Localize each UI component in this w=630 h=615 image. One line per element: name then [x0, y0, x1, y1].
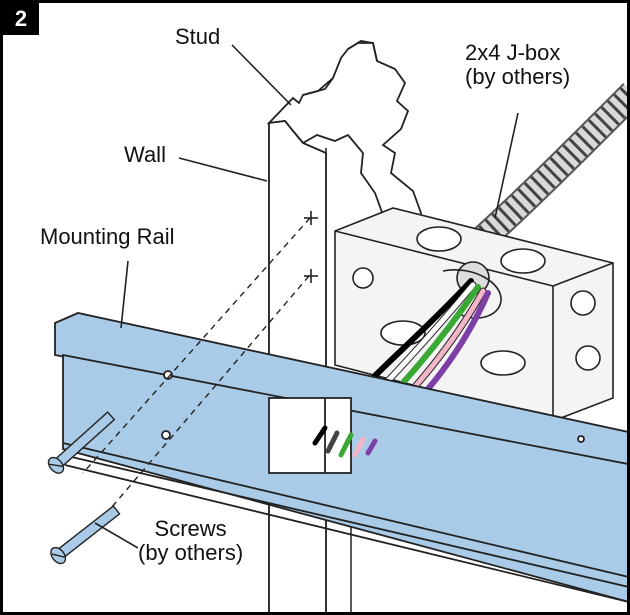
installation-illustration	[47, 40, 627, 612]
label-stud: Stud	[175, 24, 221, 49]
label-jbox: 2x4 J-box (by others)	[465, 40, 571, 89]
leader-lines	[94, 44, 519, 549]
label-screws-line2: (by others)	[138, 540, 244, 565]
screws-leader	[94, 522, 139, 549]
step-number-badge: 2	[3, 3, 39, 35]
screw-targets	[304, 211, 318, 283]
mounting-rail	[54, 312, 627, 603]
flex-conduit	[463, 83, 627, 259]
screws	[47, 411, 121, 565]
label-mounting-rail: Mounting Rail	[40, 224, 175, 249]
label-jbox-line2: (by others)	[465, 64, 571, 89]
wall-leader	[178, 157, 268, 182]
label-jbox-line1: 2x4 J-box	[465, 40, 561, 65]
jbox-leader	[494, 112, 519, 219]
rail-leader	[120, 260, 129, 329]
wire-ends	[312, 425, 378, 458]
label-screws: Screws (by others)	[138, 516, 244, 565]
label-screws-line1: Screws	[154, 516, 227, 541]
stud-leader	[231, 44, 292, 106]
screw-guide-lines	[82, 217, 311, 536]
label-wall: Wall	[124, 142, 166, 167]
